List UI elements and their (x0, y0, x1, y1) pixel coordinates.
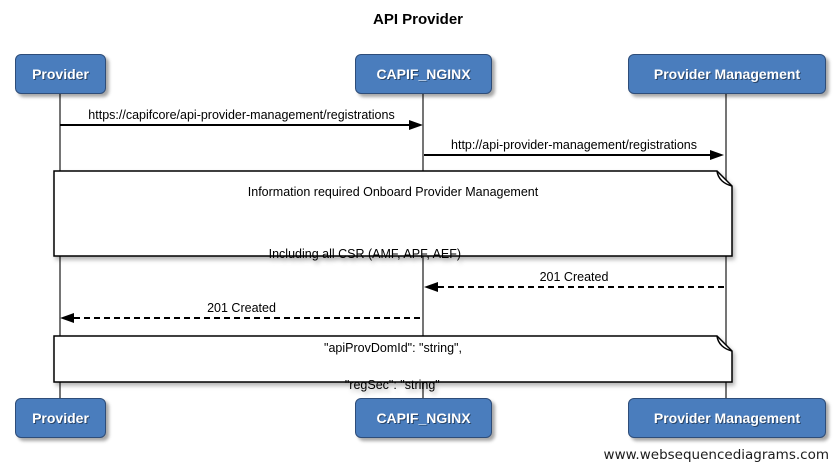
note-paper-icon (53, 170, 733, 257)
actor-box-provider-bottom: Provider (15, 398, 106, 438)
actor-box-provider-top: Provider (15, 54, 106, 94)
note-response-body: "apiProvDomId": "string", "regSec": "str… (53, 335, 733, 392)
actor-label: Provider Management (653, 66, 801, 82)
note-line: "apiProvDomId": "string", (324, 341, 462, 355)
note-line: Including all CSR (AMF, APF, AEF) (268, 247, 462, 261)
message-1-label: https://capifcore/api-provider-managemen… (88, 108, 395, 122)
message-3-line (438, 286, 724, 288)
actor-box-capif-nginx-bottom: CAPIF_NGINX (355, 398, 492, 438)
message-1-arrowhead-icon (409, 120, 423, 130)
message-3-label: 201 Created (539, 270, 609, 284)
message-4-arrowhead-icon (60, 313, 74, 323)
actor-label: Provider (32, 66, 89, 82)
message-2-label: http://api-provider-management/registrat… (451, 138, 697, 152)
diagram-title: API Provider (372, 11, 464, 28)
actor-box-provider-management-bottom: Provider Management (628, 398, 826, 438)
message-2-arrowhead-icon (710, 150, 724, 160)
actor-label: CAPIF_NGINX (376, 410, 471, 426)
actor-label: Provider Management (653, 410, 801, 426)
message-4-label: 201 Created (207, 301, 276, 315)
actor-label: Provider (32, 410, 89, 426)
note-text: Information required Onboard Provider Ma… (53, 170, 733, 270)
note-paper-icon (53, 335, 733, 383)
note-line: "regSec": "string" (344, 378, 440, 392)
message-1-line (60, 124, 409, 126)
note-onboard-info: Information required Onboard Provider Ma… (53, 170, 733, 261)
message-3-arrowhead-icon (424, 282, 438, 292)
watermark: www.websequencediagrams.com (603, 447, 829, 463)
actor-box-provider-management-top: Provider Management (628, 54, 826, 94)
note-text: "apiProvDomId": "string", "regSec": "str… (53, 335, 733, 395)
message-2-line (424, 154, 710, 156)
message-4-line (74, 317, 423, 319)
note-line: Information required Onboard Provider Ma… (247, 185, 539, 199)
actor-label: CAPIF_NGINX (376, 66, 471, 82)
actor-box-capif-nginx-top: CAPIF_NGINX (355, 54, 492, 94)
